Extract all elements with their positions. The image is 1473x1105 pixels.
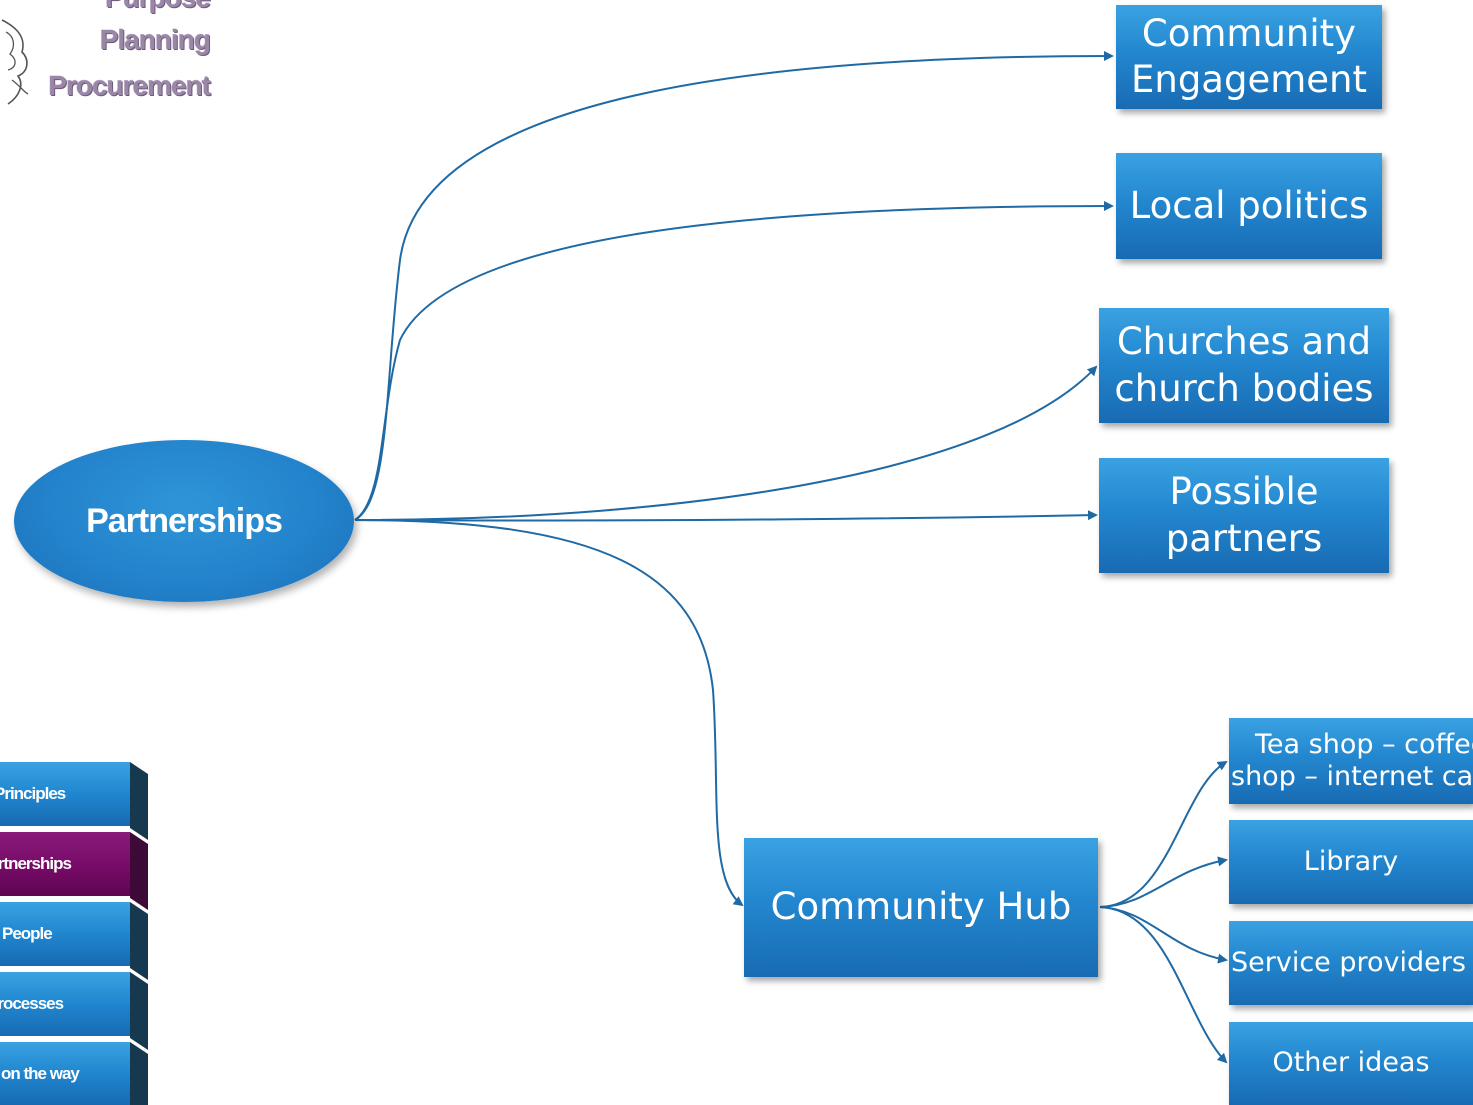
logo-word-purpose: Purpose xyxy=(105,0,211,14)
nav-item-processes[interactable]: Processes xyxy=(0,972,130,1036)
connector-to-possible-partners xyxy=(354,510,1098,522)
churches-line-2: church bodies xyxy=(1114,366,1374,410)
connector-to-library xyxy=(1099,856,1228,908)
connector-to-tea-shop xyxy=(1099,760,1228,908)
churches-line-1: Churches and xyxy=(1116,320,1372,364)
connector-to-community-hub xyxy=(354,519,744,907)
library-label: Library xyxy=(1303,845,1399,877)
nav-item-principles[interactable]: Principles xyxy=(0,762,130,826)
partnerships-node-label: Partnerships xyxy=(86,501,283,540)
connector-to-other-ideas xyxy=(1099,906,1228,1064)
service-providers-box: Service providers xyxy=(1229,921,1473,1005)
tea-shop-box: Tea shop – coffee shop – internet café xyxy=(1229,718,1473,804)
nav-item-partnerships[interactable]: Partnerships xyxy=(0,832,130,896)
other-ideas-label: Other ideas xyxy=(1272,1047,1430,1079)
community-engagement-line-1: Community xyxy=(1141,11,1357,55)
nav-item-steps-on-the-way-label: Steps on the way xyxy=(0,1063,80,1083)
connector-to-local-politics xyxy=(354,201,1114,521)
nav-item-principles-label: Principles xyxy=(0,784,66,803)
nav-stack: Principles Partnerships People Processes… xyxy=(0,760,150,1105)
nav-item-steps-on-the-way[interactable]: Steps on the way xyxy=(0,1042,130,1105)
community-hub-label: Community Hub xyxy=(770,885,1072,929)
tea-shop-line-2: shop – internet café xyxy=(1231,761,1473,792)
community-engagement-box: Community Engagement xyxy=(1116,5,1382,109)
possible-partners-line-2: partners xyxy=(1165,516,1323,560)
library-box: Library xyxy=(1229,820,1473,904)
service-providers-label: Service providers xyxy=(1231,946,1466,978)
nav-item-people-label: People xyxy=(2,924,53,943)
other-ideas-box: Other ideas xyxy=(1229,1022,1473,1105)
connector-to-community-engagement xyxy=(354,51,1114,521)
nav-item-partnerships-label: Partnerships xyxy=(0,854,72,873)
logo-figure-icon xyxy=(1,19,29,105)
connector-to-churches xyxy=(354,365,1098,521)
logo: Purpose Planning Procurement xyxy=(0,0,215,110)
possible-partners-line-1: Possible xyxy=(1169,470,1319,514)
possible-partners-box: Possible partners xyxy=(1099,458,1389,573)
logo-word-procurement: Procurement xyxy=(48,70,211,101)
nav-item-processes-label: Processes xyxy=(0,994,64,1013)
partnerships-node: Partnerships xyxy=(14,440,354,602)
community-hub-box: Community Hub xyxy=(744,838,1098,977)
community-engagement-line-2: Engagement xyxy=(1130,58,1367,101)
tea-shop-line-1: Tea shop – coffee xyxy=(1255,728,1473,760)
local-politics-label: Local politics xyxy=(1129,183,1369,227)
churches-box: Churches and church bodies xyxy=(1099,308,1389,423)
nav-side-panels xyxy=(130,762,148,1105)
logo-word-planning: Planning xyxy=(99,24,211,55)
nav-item-people[interactable]: People xyxy=(0,902,130,966)
local-politics-box: Local politics xyxy=(1116,153,1382,259)
